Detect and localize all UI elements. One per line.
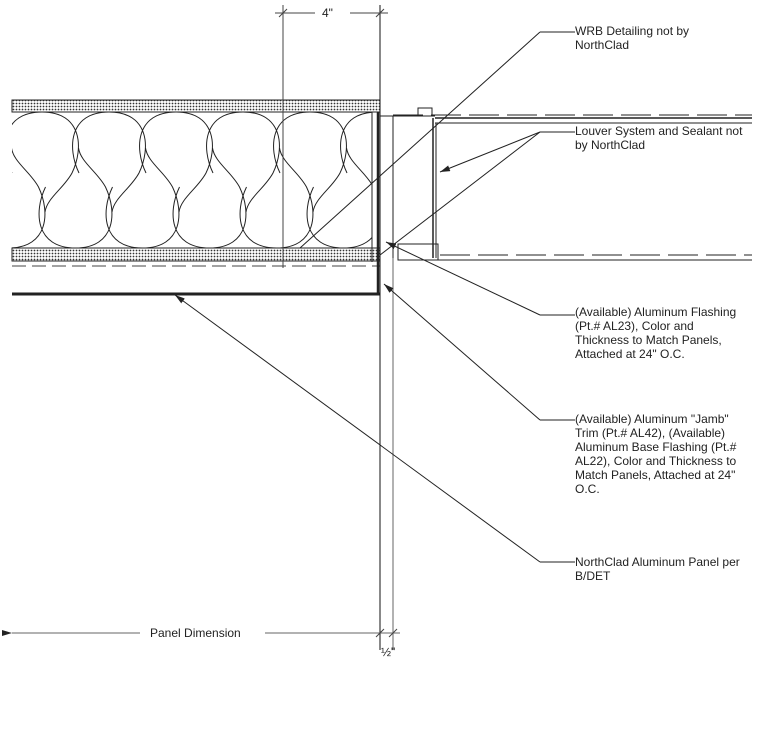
dimension-4in: 4" (322, 6, 333, 20)
insulation-lobe (38, 147, 113, 248)
callout-flashing: (Available) Aluminum Flashing (Pt.# AL23… (575, 305, 737, 361)
dimension-half-inch: ½" (381, 645, 396, 659)
insulation-lobe (12, 112, 79, 213)
insulation-lobe (139, 112, 213, 213)
callout-louver: Louver System and Sealant not by NorthCl… (575, 124, 743, 152)
insulation-lobe (239, 147, 314, 248)
insulation-lobe (12, 147, 46, 248)
callout-wrb: WRB Detailing not by NorthClad (575, 24, 690, 52)
callout-panel: NorthClad Aluminum Panel per B/DET (575, 555, 740, 583)
insulation-lobe (72, 112, 146, 213)
leader-lines (174, 31, 575, 563)
callout-jamb-trim: (Available) Aluminum "Jamb" Trim (Pt.# A… (575, 412, 737, 496)
insulation-lobe (172, 147, 247, 248)
insulation-lobe (306, 147, 372, 248)
dimension-lines (2, 5, 400, 650)
insulation-lobe (340, 112, 372, 174)
dimension-panel-label: Panel Dimension (150, 626, 241, 640)
aluminum-panel (12, 112, 380, 296)
batt-insulation (0, 112, 372, 248)
sheathing-band-bottom (11, 247, 381, 262)
insulation-lobe (0, 112, 11, 212)
insulation-lobe (105, 147, 180, 248)
insulation-lobe (206, 112, 280, 213)
sheathing-band-top (11, 99, 381, 113)
louver-frame (380, 107, 752, 261)
insulation-lobe (273, 112, 347, 213)
